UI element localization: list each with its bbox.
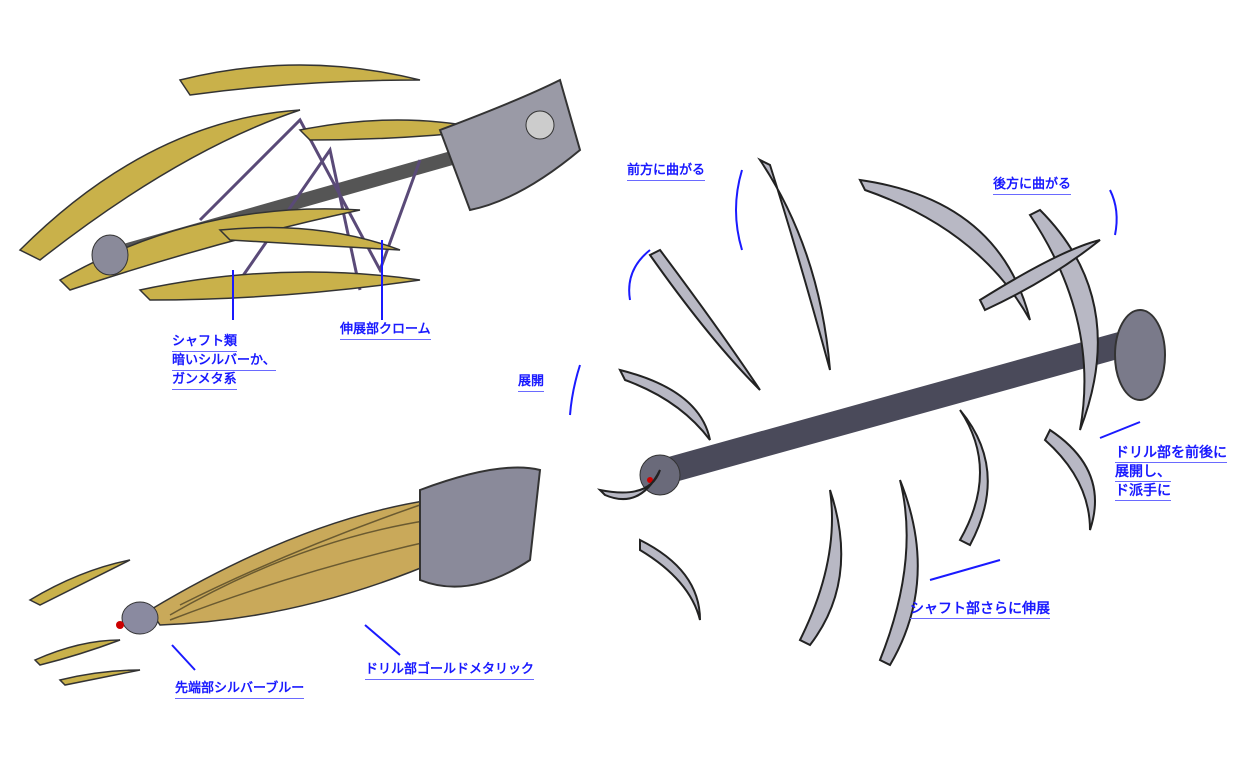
label-tip: 先端部シルバーブルー (175, 680, 305, 699)
drill-top-left (18, 64, 582, 301)
drill-bottom-left (28, 466, 542, 686)
annotation-arrows (171, 169, 1141, 671)
label-drill-gold: ドリル部ゴールドメタリック (365, 661, 535, 680)
label-extension-chrome: 伸展部クローム (340, 321, 431, 340)
label-drill-flashy: ドリル部を前後に 展開し、 ド派手に (1115, 445, 1227, 501)
label-shaft: シャフト類 暗いシルバーか、 ガンメタ系 (172, 333, 276, 390)
drill-right (596, 157, 1166, 667)
label-bend-backward: 後方に曲がる (993, 176, 1072, 195)
label-bend-forward: 前方に曲がる (627, 162, 706, 181)
label-shaft-extend: シャフト部さらに伸展 (910, 601, 1050, 619)
label-deploy: 展開 (518, 373, 545, 392)
